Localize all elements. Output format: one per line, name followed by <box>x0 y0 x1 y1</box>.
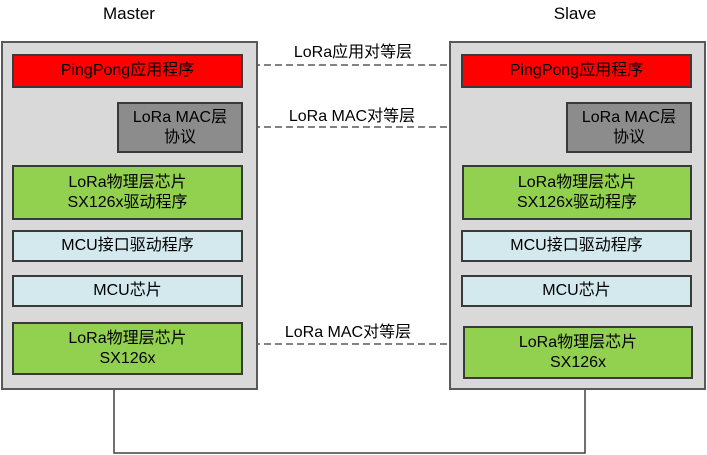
master-phy-driver-label-2: SX126x驱动程序 <box>67 193 188 211</box>
slave-app-label: PingPong应用程序 <box>509 62 644 79</box>
slave-phy-driver-label-1: LoRa物理层芯片 <box>517 173 637 191</box>
master-mcu-if-driver-label: MCU接口驱动程序 <box>61 237 194 254</box>
slave-app-layer: PingPong应用程序 <box>461 54 692 88</box>
master-phy-chip-label-1: LoRa物理层芯片 <box>68 329 187 347</box>
peer-link-phy-label: LoRa MAC对等层 <box>284 324 412 341</box>
slave-phy-chip-label-2: SX126x <box>549 353 607 371</box>
slave-phy-driver-label-2: SX126x驱动程序 <box>516 193 638 211</box>
peer-link-mac-label: LoRa MAC对等层 <box>288 108 416 125</box>
master-mac-label-1: LoRa MAC层 <box>132 108 228 126</box>
slave-mcu-if-driver-layer: MCU接口驱动程序 <box>461 230 692 262</box>
slave-mcu-chip-layer: MCU芯片 <box>461 275 692 307</box>
master-phy-chip-layer: LoRa物理层芯片 SX126x <box>12 322 243 375</box>
slave-mcu-if-driver-label: MCU接口驱动程序 <box>510 237 643 254</box>
master-phy-chip-label-2: SX126x <box>99 349 156 367</box>
master-phy-driver-layer: LoRa物理层芯片 SX126x驱动程序 <box>12 165 243 220</box>
master-mac-layer: LoRa MAC层 协议 <box>117 102 243 153</box>
physical-link-line <box>113 389 586 454</box>
slave-phy-chip-layer: LoRa物理层芯片 SX126x <box>463 326 693 379</box>
master-mac-label-2: 协议 <box>163 128 196 146</box>
slave-phy-chip-label-1: LoRa物理层芯片 <box>518 333 638 351</box>
master-mcu-chip-label: MCU芯片 <box>93 282 162 299</box>
master-app-label: PingPong应用程序 <box>60 62 195 79</box>
peer-link-app-label: LoRa应用对等层 <box>293 44 413 61</box>
slave-title: Slave <box>553 4 597 23</box>
master-mcu-if-driver-layer: MCU接口驱动程序 <box>12 230 243 262</box>
master-app-layer: PingPong应用程序 <box>12 54 243 88</box>
master-phy-driver-label-1: LoRa物理层芯片 <box>68 173 187 191</box>
master-mcu-chip-layer: MCU芯片 <box>12 275 243 307</box>
slave-mcu-chip-label: MCU芯片 <box>542 282 611 299</box>
slave-mac-layer: LoRa MAC层 协议 <box>566 102 692 153</box>
slave-mac-label-2: 协议 <box>612 128 645 146</box>
slave-mac-label-1: LoRa MAC层 <box>581 108 677 126</box>
master-title: Master <box>103 4 155 23</box>
slave-phy-driver-layer: LoRa物理层芯片 SX126x驱动程序 <box>462 165 692 220</box>
